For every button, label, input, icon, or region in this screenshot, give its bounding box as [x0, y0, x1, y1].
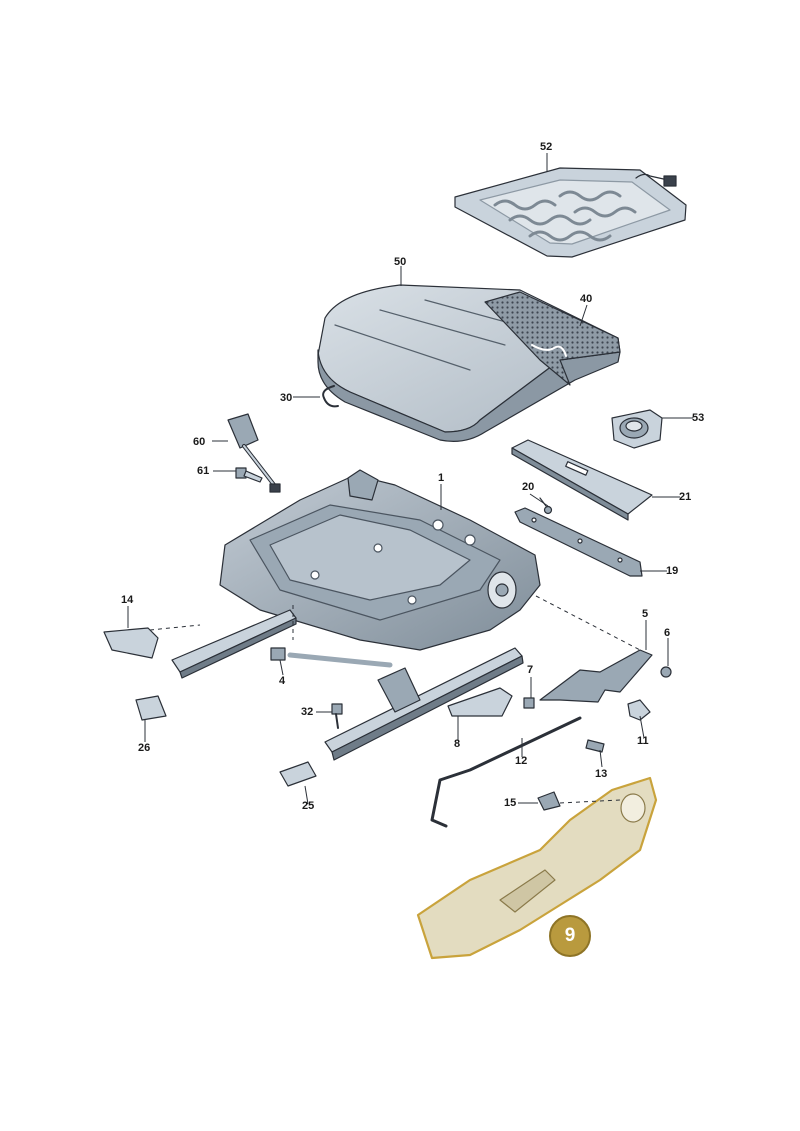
clip-4-part: [270, 647, 286, 661]
label-50: 50: [394, 256, 407, 268]
seat-cushion-part: [317, 284, 621, 442]
label-52: 52: [540, 141, 553, 153]
screw-13-part: [585, 739, 605, 753]
label-61: 61: [197, 465, 210, 477]
bolt-61-part: [235, 467, 263, 483]
seat-rail-right-part: [324, 647, 524, 761]
connector-15-part: [537, 791, 561, 811]
trim-panel-part: [511, 439, 653, 521]
side-trim-9-part: [416, 776, 658, 960]
screw-32-part: [331, 703, 343, 729]
label-13: 13: [595, 768, 608, 780]
label-15: 15: [504, 797, 517, 809]
heating-mat-part: [454, 167, 687, 258]
bracket-19-part: [514, 507, 643, 577]
label-5: 5: [642, 608, 649, 620]
label-12: 12: [515, 755, 528, 767]
bolt-6-part: [660, 666, 672, 678]
label-4: 4: [279, 675, 286, 687]
label-53: 53: [692, 412, 705, 424]
handle-8-part: [447, 687, 513, 717]
clip-26-part: [135, 695, 167, 721]
label-8: 8: [454, 738, 461, 750]
screw-20-part: [539, 497, 553, 515]
clip-ring-part: [322, 385, 339, 408]
seat-rail-left-part: [171, 609, 393, 679]
label-1: 1: [438, 472, 445, 484]
label-6: 6: [664, 627, 671, 639]
handle-14-part: [103, 627, 159, 659]
label-11: 11: [637, 735, 649, 747]
belt-buckle-part: [227, 413, 281, 493]
label-25: 25: [302, 800, 315, 812]
sensor-part: [611, 409, 663, 449]
label-60: 60: [193, 436, 206, 448]
label-19: 19: [666, 565, 679, 577]
label-26: 26: [138, 742, 151, 754]
label-14: 14: [121, 594, 134, 606]
label-7: 7: [527, 664, 534, 676]
label-32: 32: [301, 706, 314, 718]
label-40: 40: [580, 293, 593, 305]
label-30: 30: [280, 392, 293, 404]
lever-5-part: [539, 649, 653, 703]
seat-frame-part: [219, 469, 541, 651]
label-20: 20: [522, 481, 535, 493]
highlighted-part-badge[interactable]: 9: [549, 915, 591, 957]
clip-25-part: [279, 761, 317, 787]
clip-7-part: [523, 697, 535, 709]
rod-12-part: [430, 716, 582, 828]
knob-11-part: [627, 699, 651, 721]
label-21: 21: [679, 491, 692, 503]
